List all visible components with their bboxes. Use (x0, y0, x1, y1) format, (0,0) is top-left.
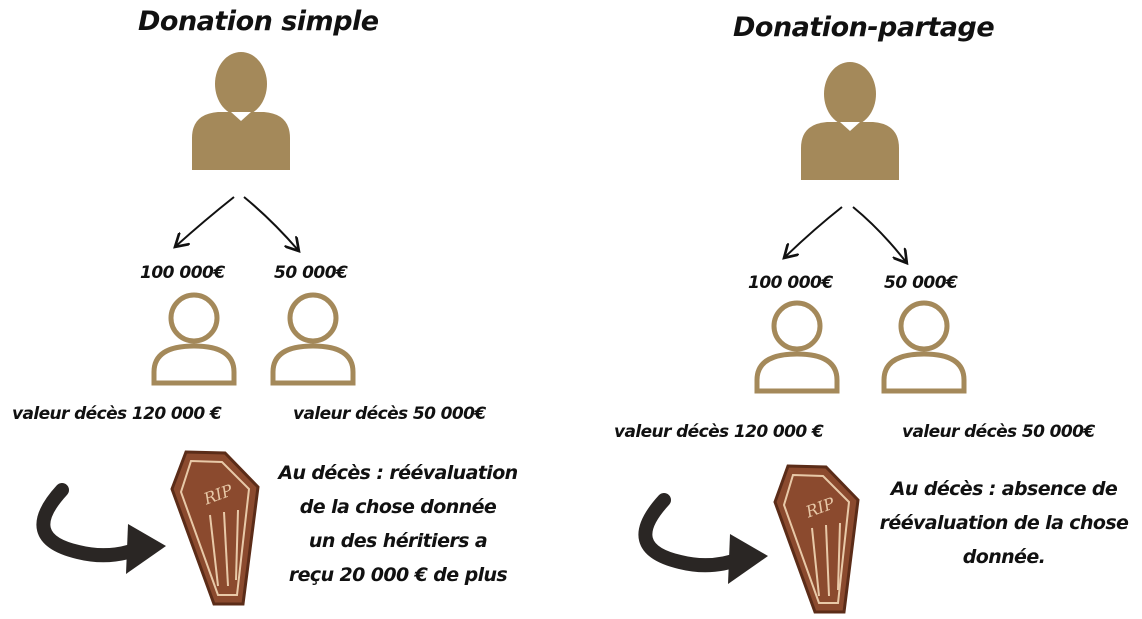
heir-person-icon (881, 300, 967, 394)
curved-arrow-icon (36, 483, 166, 574)
coffin-icon: RIP (170, 450, 260, 606)
heir-person-icon (754, 300, 840, 394)
heir-death-value: valeur décès 120 000 € (12, 404, 222, 424)
note-line: un des héritiers a (308, 530, 488, 552)
heir-amount: 50 000€ (884, 273, 958, 293)
note-line: Au décès : réévaluation (278, 462, 518, 484)
split-arrows (785, 206, 906, 262)
section-title: Donation-partage (733, 12, 995, 43)
heir-amount: 50 000€ (274, 263, 348, 283)
heir-person-icon (151, 292, 237, 386)
coffin-icon: RIP (773, 464, 860, 614)
note-line: reçu 20 000 € de plus (288, 564, 508, 586)
heir-death-value: valeur décès 50 000€ (902, 422, 1095, 442)
note-line: donnée. (962, 546, 1046, 568)
heir-death-value: valeur décès 50 000€ (293, 404, 486, 424)
note-line: réévaluation de la chose (879, 512, 1129, 534)
note-line: de la chose donnée (299, 496, 497, 518)
donor-person-icon (801, 62, 899, 180)
note-text: Au décès : absence de réévaluation de la… (868, 472, 1140, 574)
curved-arrow-icon (638, 493, 768, 584)
note-text: Au décès : réévaluation de la chose donn… (262, 456, 534, 592)
donor-person-icon (192, 52, 290, 170)
heir-death-value: valeur décès 120 000 € (614, 422, 824, 442)
heir-amount: 100 000€ (748, 273, 833, 293)
split-arrows (176, 196, 298, 250)
note-line: Au décès : absence de (890, 478, 1118, 500)
heir-person-icon (270, 292, 356, 386)
section-title: Donation simple (138, 6, 379, 37)
heir-amount: 100 000€ (140, 263, 225, 283)
